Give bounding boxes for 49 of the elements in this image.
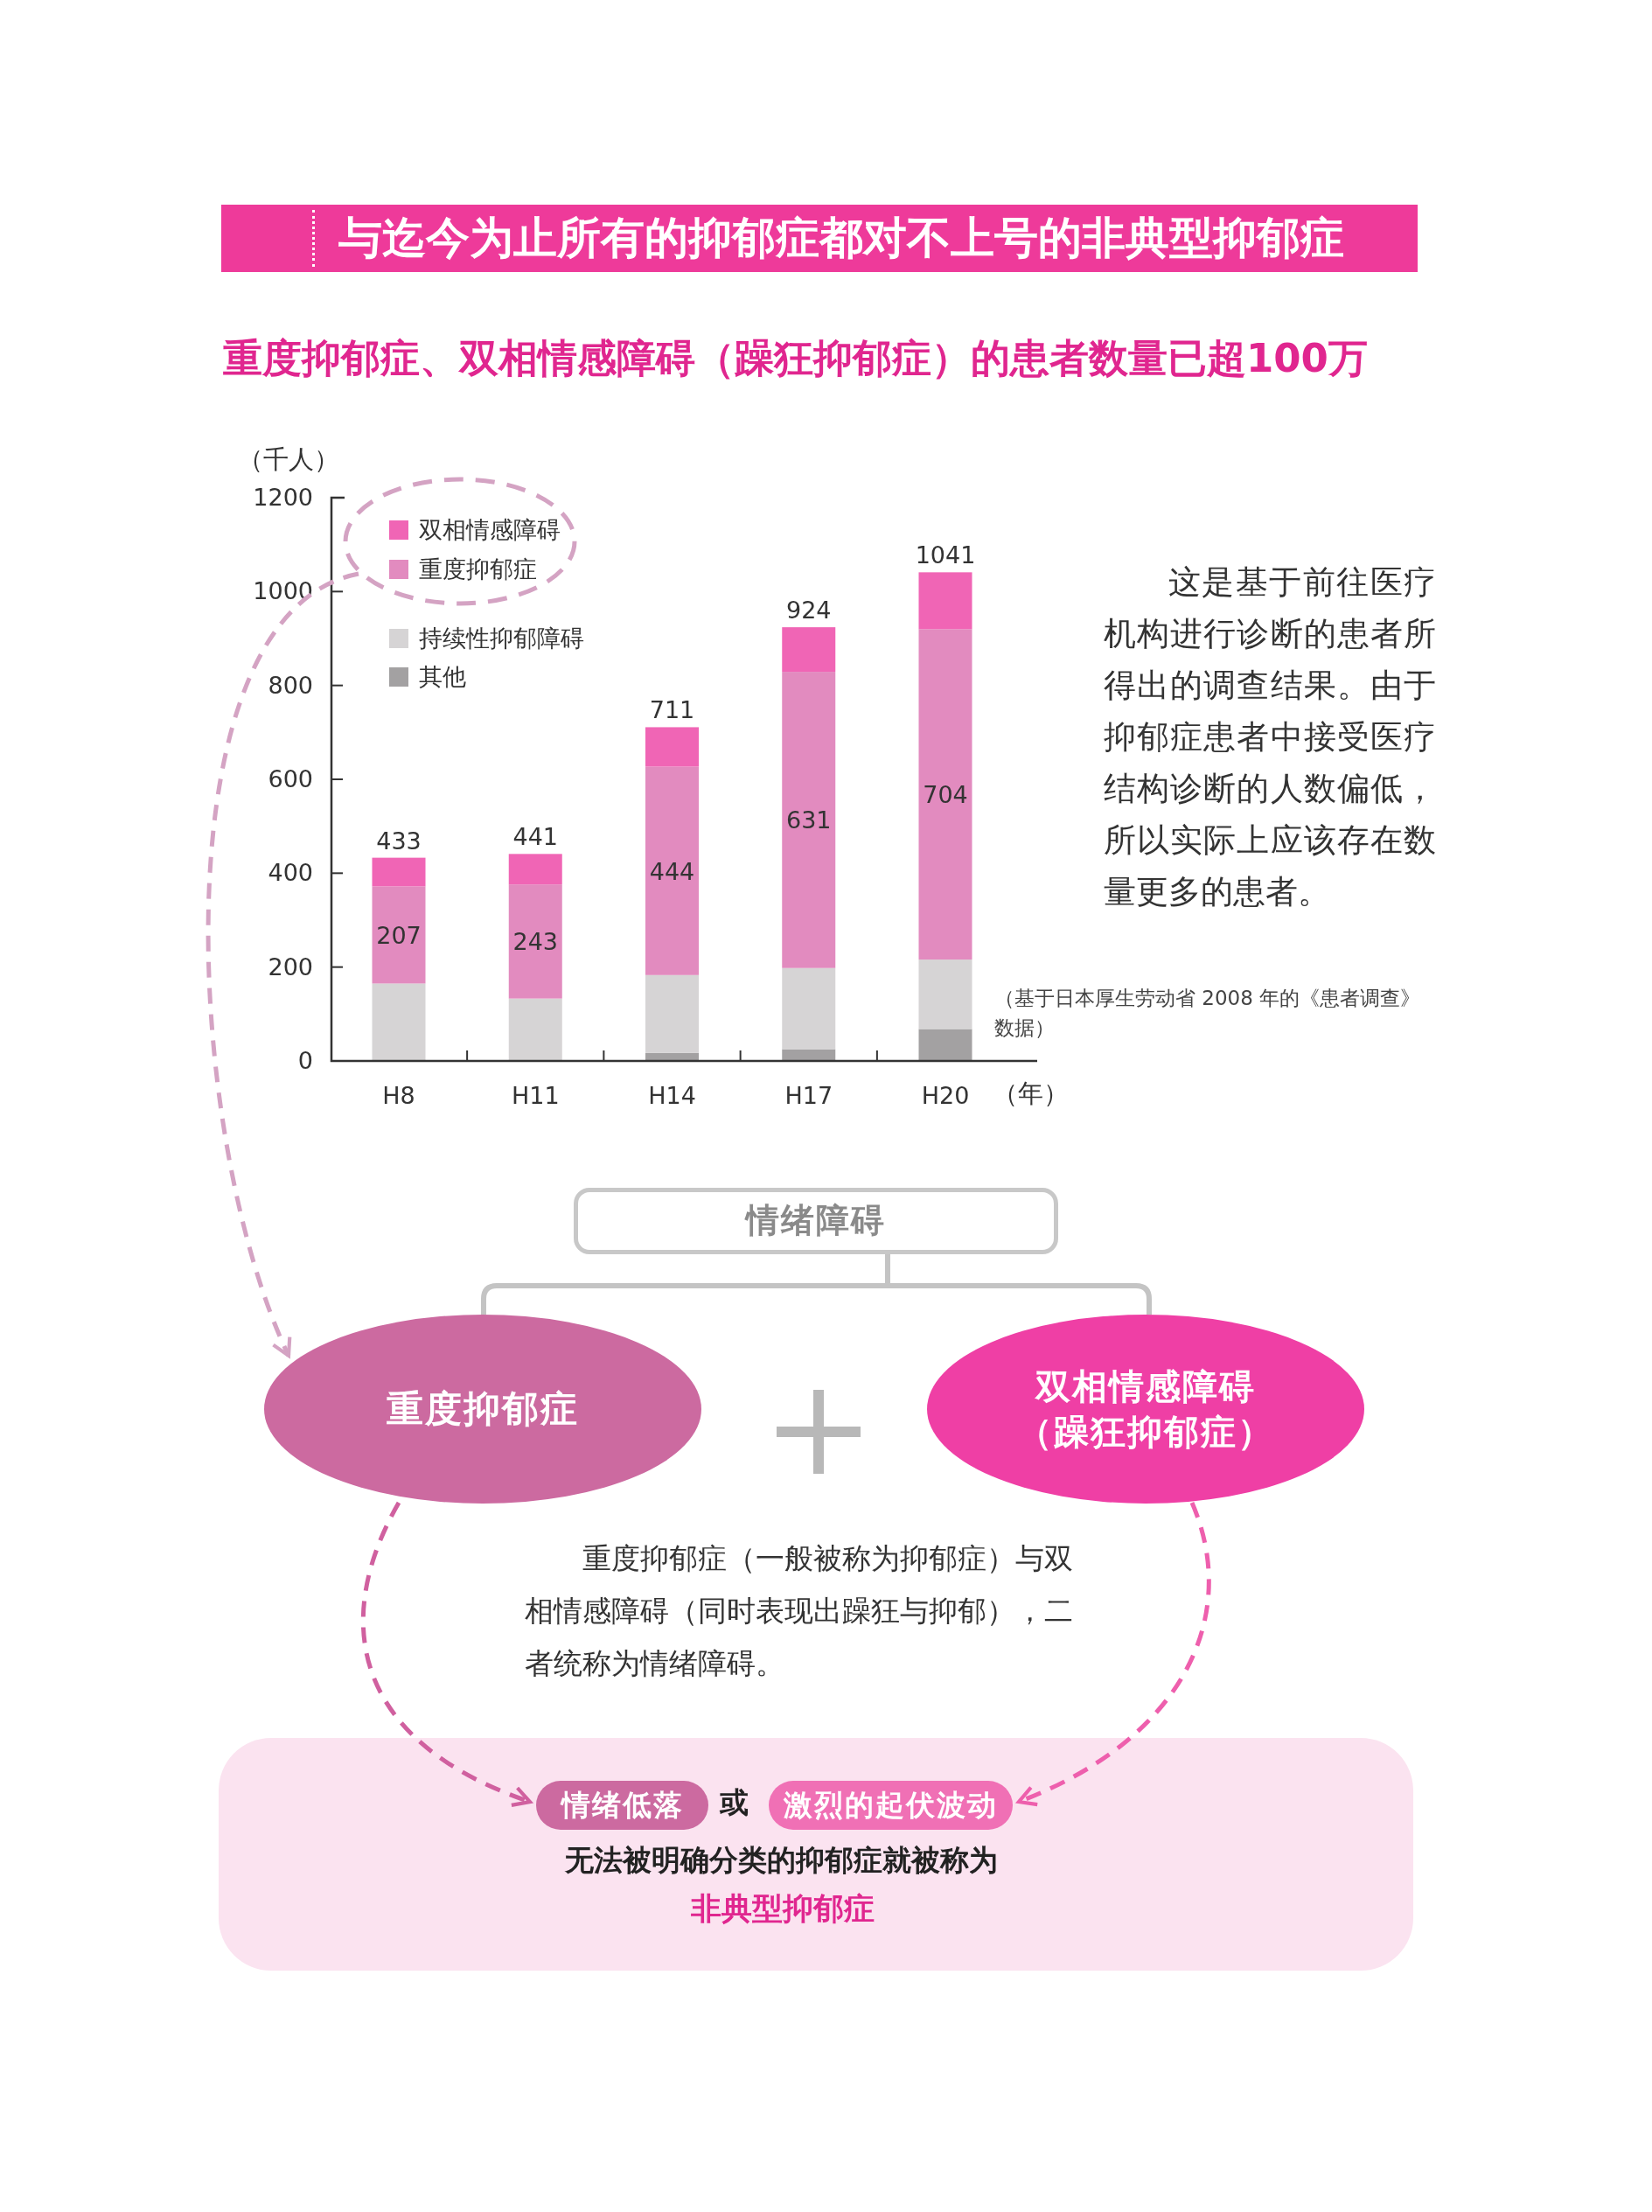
axis-tick-label: 1000	[253, 577, 313, 605]
node-label: 激烈的起伏波动	[784, 1786, 998, 1824]
value-label: 207	[376, 921, 422, 949]
highlight-term: 非典型抑郁症	[691, 1890, 875, 1928]
description-text: 无法被明确分类的抑郁症就被称为	[564, 1842, 998, 1879]
legend-label: 其他	[419, 662, 466, 692]
axis-tick-label: 400	[268, 859, 313, 887]
explanation-paragraph: 这是基于前往医疗机构进行诊断的患者所得出的调查结果。由于抑郁症患者中接受医疗结构诊断的人数偏低，所以实际上应该存在数量更多的患者。	[1104, 562, 1436, 912]
node-label: 双相情感障碍（躁狂抑郁症）	[1016, 1365, 1275, 1454]
axis-tick-label: H8	[382, 1082, 415, 1109]
dashed-arrow	[206, 571, 359, 1358]
legend-label: 双相情感障碍	[419, 515, 561, 545]
symptom-tag	[769, 1781, 1013, 1830]
legend-label: 持续性抑郁障碍	[419, 624, 584, 653]
axis-title: （千人）	[238, 444, 339, 474]
node-label: 情绪低落	[561, 1786, 684, 1824]
axis-tick-label: 200	[268, 952, 313, 980]
axis-tick-label: 0	[297, 1047, 313, 1074]
axis-tick-label: H17	[784, 1082, 833, 1109]
total-value-label: 1041	[915, 541, 976, 569]
title: 与迄今为止所有的抑郁症都对不上号的非典型抑郁症	[338, 212, 1344, 265]
source-note: （基于日本厚生劳动省 2008 年的《患者调查》数据）	[994, 986, 1422, 1041]
connector-line	[885, 1254, 1152, 1315]
conjunction-text: 或	[719, 1784, 749, 1821]
total-value-label: 924	[786, 597, 832, 625]
subtitle: 重度抑郁症、双相情感障碍（躁狂抑郁症）的患者数量已超100万	[223, 334, 1368, 383]
axis-title: （年）	[993, 1078, 1058, 1108]
axis-tick-label: H14	[648, 1082, 696, 1109]
axis-tick-label: 600	[268, 765, 313, 792]
legend-label: 重度抑郁症	[419, 555, 537, 584]
dashed-arrow	[360, 1501, 533, 1806]
summary-panel	[219, 1738, 1413, 1971]
node-label: 情绪障碍	[746, 1200, 886, 1242]
axis-tick-label: H11	[511, 1082, 560, 1109]
total-value-label: 711	[649, 696, 695, 724]
total-value-label: 441	[512, 823, 558, 851]
axis-tick-label: 1200	[253, 484, 313, 511]
value-label: 631	[786, 806, 832, 834]
category-box	[574, 1188, 1058, 1254]
axis-tick-label: H20	[921, 1082, 970, 1109]
value-label: 704	[923, 781, 968, 809]
definition-paragraph: 重度抑郁症（一般被称为抑郁症）与双相情感障碍（同时表现出躁狂与抑郁），二者统称为情绪障碍。	[525, 1540, 1074, 1682]
value-label: 444	[649, 857, 695, 885]
value-label: 243	[512, 928, 558, 956]
total-value-label: 433	[376, 827, 422, 855]
dashed-arrow	[1016, 1502, 1211, 1806]
node-label: 重度抑郁症	[387, 1385, 579, 1432]
axis-tick-label: 800	[268, 671, 313, 699]
symptom-tag	[536, 1781, 708, 1830]
